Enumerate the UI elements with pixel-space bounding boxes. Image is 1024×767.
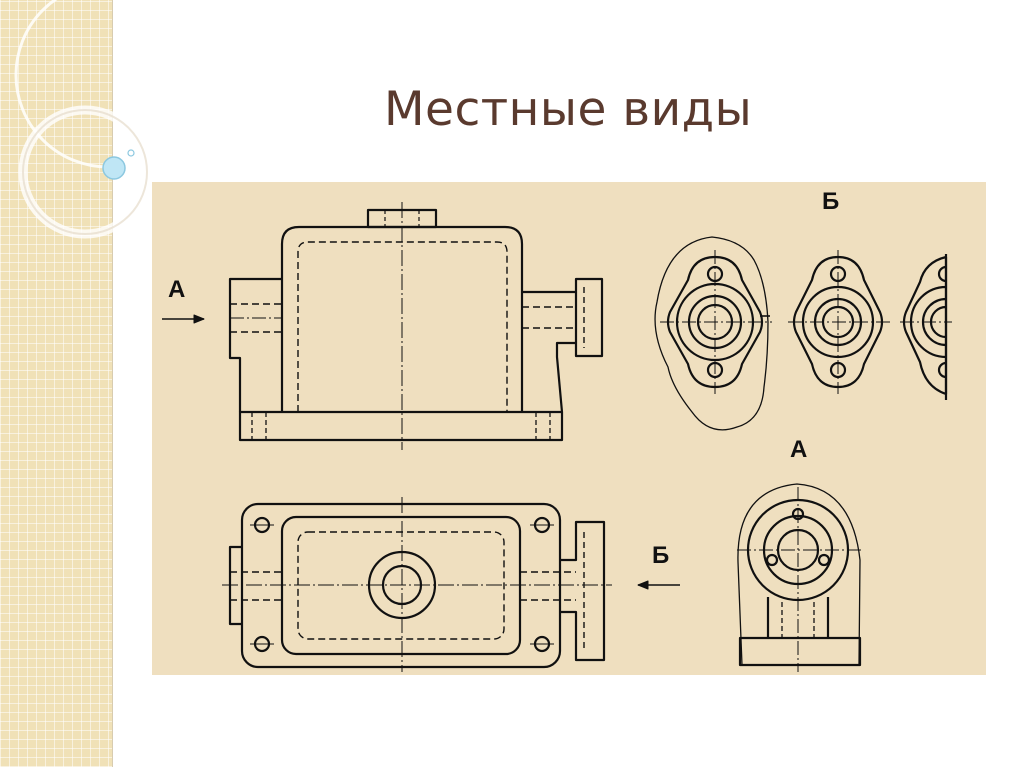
technical-drawing: А Б Б А [152, 182, 986, 675]
arrow-right-icon [162, 314, 205, 324]
front-right-boss [522, 277, 604, 413]
label-view-a-local: А [790, 436, 808, 463]
label-view-b-top: Б [652, 542, 670, 569]
front-view [162, 202, 604, 450]
slide-title: Местные виды [384, 82, 753, 137]
label-view-a-front: А [168, 276, 186, 303]
label-view-b-local: Б [822, 188, 840, 215]
front-left-boss [228, 277, 282, 412]
ring-decoration-icon [14, 0, 202, 239]
local-view-a [737, 483, 862, 672]
bubble-icon [102, 156, 126, 180]
front-base [238, 410, 564, 442]
side-pattern-band [0, 0, 112, 767]
flange-3 [902, 255, 948, 396]
arrow-left-icon [637, 580, 680, 590]
side-divider [112, 0, 113, 767]
drawing-canvas [162, 202, 952, 672]
top-view [222, 497, 680, 672]
local-view-b [654, 236, 952, 431]
